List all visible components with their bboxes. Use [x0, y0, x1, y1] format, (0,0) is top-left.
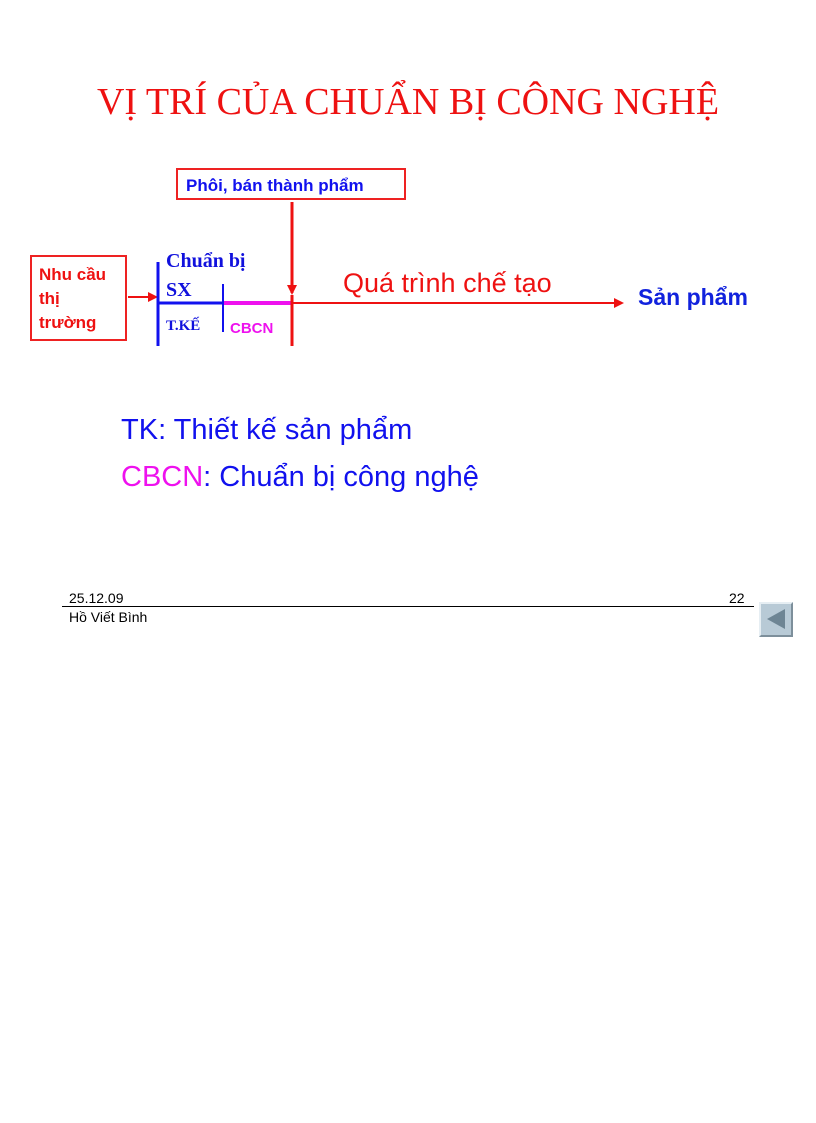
legend-tk-abbr: TK: [121, 414, 159, 446]
legend-cbcn-text: : Chuẩn bị công nghệ: [203, 461, 479, 493]
tech-label: CBCN: [230, 320, 274, 337]
page-number: 22: [729, 590, 745, 606]
triangle-left-icon: [767, 609, 785, 629]
previous-slide-button[interactable]: [759, 602, 793, 637]
process-diagram: [128, 202, 624, 346]
need-line-3: trường: [39, 313, 97, 332]
footer-date: 25.12.09: [69, 590, 124, 606]
footer-author: Hồ Viết Bình: [69, 609, 148, 625]
legend-cbcn-abbr: CBCN: [121, 461, 204, 493]
legend-tk: TK: Thiết kế sản phẩm: [121, 414, 412, 447]
prep-label: Chuẩn bị: [166, 250, 246, 272]
need-box: Nhu cầu thị trường: [30, 255, 127, 341]
output-label: Sản phẩm: [638, 284, 748, 310]
footer-divider: [62, 606, 754, 607]
process-label: Quá trình chế tạo: [343, 268, 552, 298]
need-line-1: Nhu cầu: [39, 265, 107, 284]
legend-cbcn: CBCN: Chuẩn bị công nghệ: [121, 461, 479, 494]
prep-label-sx: SX: [166, 279, 192, 301]
slide-title: VỊ TRÍ CỦA CHUẨN BỊ CÔNG NGHỆ: [96, 81, 720, 123]
legend-tk-text: : Thiết kế sản phẩm: [158, 414, 413, 446]
input-box: Phôi, bán thành phẩm: [176, 168, 406, 200]
design-label: T.KẾ: [166, 318, 201, 334]
need-line-2: thị: [39, 289, 60, 308]
